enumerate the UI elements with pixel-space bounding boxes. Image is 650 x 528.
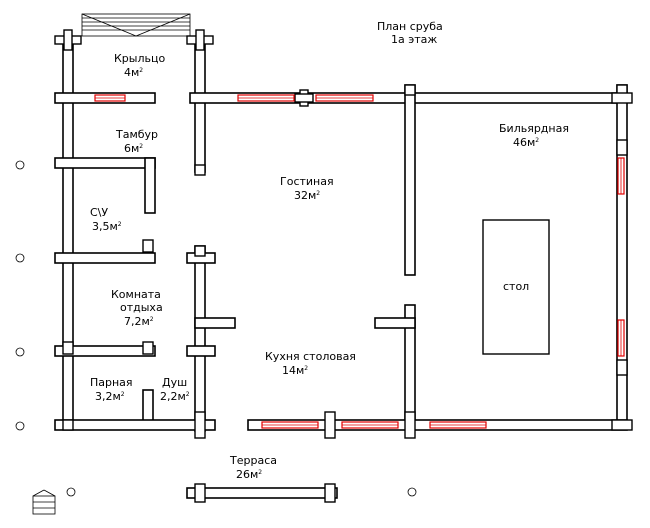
wall-tambur-bottom (54, 157, 156, 169)
room-komnata-area: 7,2м2 (124, 315, 154, 328)
plan-title-line2: 1а этаж (391, 33, 437, 46)
room-bilyardnaya-name: Бильярдная (499, 122, 569, 135)
billiard-table-label: стол (503, 280, 529, 293)
plan-title-line1: План сруба (377, 20, 443, 33)
room-terrasa-name: Терраса (229, 454, 277, 467)
wall-right-outer (616, 84, 628, 428)
wall-porch-right (194, 39, 206, 173)
window-top-2 (315, 94, 374, 102)
wall-sauna-top (54, 345, 156, 357)
room-bilyardnaya-area: 46м2 (513, 136, 539, 149)
windows (94, 94, 625, 429)
window-bottom-2 (341, 421, 399, 429)
room-tambur-area: 6м2 (124, 142, 143, 155)
terrace-rail (186, 487, 338, 499)
billiard-table (482, 219, 550, 355)
wall-sauna-top-right (186, 345, 216, 357)
room-gostinaya-name: Гостиная (280, 175, 334, 188)
window-right-2 (617, 319, 625, 357)
log-joints (54, 29, 633, 503)
room-su-area: 3,5м2 (92, 220, 122, 233)
wall-wc-right (144, 157, 156, 214)
room-su-name: С\У (90, 206, 108, 219)
room-dush-name: Душ (162, 376, 187, 389)
room-tambur-name: Тамбур (115, 128, 158, 141)
wall-bath-bottom (54, 419, 216, 431)
room-parnaya-name: Парная (90, 376, 133, 389)
room-terrasa-area: 26м2 (236, 468, 262, 481)
room-kukhnya-area: 14м2 (282, 364, 308, 377)
room-gostinaya-area: 32м2 (294, 189, 320, 202)
wall-rest-stub (194, 317, 236, 329)
wall-kitchen-stub (374, 317, 416, 329)
wall-billiard-upper (404, 84, 416, 276)
room-dush-area: 2,2м2 (160, 390, 190, 403)
room-kryltso-name: Крыльцо (114, 52, 165, 65)
room-kukhnya-name: Кухня столовая (265, 350, 356, 363)
wall-wc-bottom (54, 252, 156, 264)
wall-rest-right (194, 245, 206, 432)
window-bottom-1 (261, 421, 319, 429)
room-parnaya-area: 3,2м2 (95, 390, 125, 403)
window-bottom-3 (429, 421, 487, 429)
window-right-1 (617, 157, 625, 195)
porch-steps (81, 13, 191, 37)
window-top-1 (237, 94, 295, 102)
pile-markers (15, 160, 417, 497)
window-tambur (94, 94, 126, 102)
room-komnata-name1: Комната (111, 288, 161, 301)
room-kryltso-area: 4м2 (124, 66, 143, 79)
stairs-symbol (32, 489, 56, 515)
room-komnata-name2: отдыха (120, 301, 163, 314)
